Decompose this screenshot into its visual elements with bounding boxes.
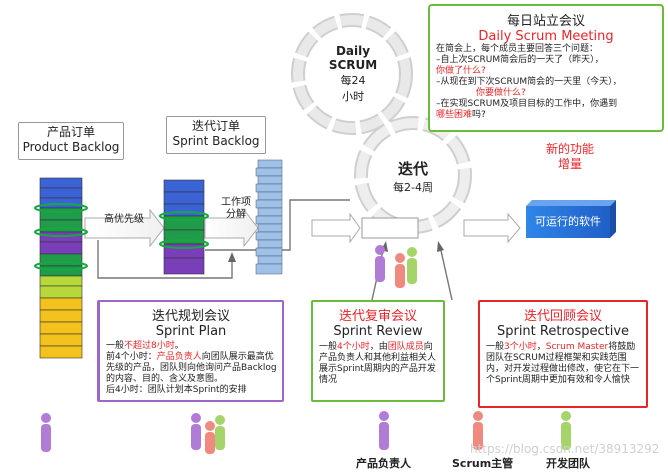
retro-b: 3个小时: [504, 342, 537, 352]
planning-l2a: 前4个小时：: [106, 352, 157, 362]
daily-scrum-cycle: [291, 13, 413, 135]
team-role-icon: [561, 411, 571, 450]
planning-l1b: 不超过8小时: [124, 341, 175, 351]
review-e: 向产品负责人和其他利益相关人展示Sprint周期内的产品开发情况: [319, 342, 437, 385]
watermark: https://blog.csdn.net/38913292: [470, 442, 660, 456]
review-text: 一般4个小时，由团队成员向产品负责人和其他利益相关人展示Sprint周期内的产品…: [313, 339, 443, 386]
sprint-review-box: 迭代复审会议 Sprint Review 一般4个小时，由团队成员向产品负责人和…: [311, 300, 445, 402]
product-backlog-stack: [34, 177, 88, 359]
daily-q3-tail: 吗?: [472, 110, 486, 120]
arrowheads: [228, 241, 444, 262]
daily-scrum-box: 每日站立会议 Daily Scrum Meeting 在简会上，每个成员主要回答…: [428, 4, 664, 132]
sprint-backlog-cn: 迭代订单: [191, 119, 240, 133]
daily-intro: 在简会上，每个成员主要回答三个问题：: [436, 44, 599, 54]
review-title-en: Sprint Review: [333, 324, 423, 339]
person-icon: [407, 247, 417, 284]
planning-title-cn: 迭代规划会议: [151, 309, 230, 324]
task-stack: [255, 159, 283, 275]
planning-l2b: 产品负责人: [156, 352, 202, 362]
retro-e: 将鼓励团队在SCRUM过程框架和实践范围内，对开发过程做出修改，使它在下一个Sp…: [486, 342, 640, 385]
planning-l2c: 向团队展示最高优先级的产品，团队则向他询问产品Backlog的内容、目的、含义及…: [106, 352, 277, 384]
review-title-cn: 迭代复审会议: [338, 309, 417, 324]
daily-q2: –从现在到下次SCRUM简会的一天里（今天），: [436, 77, 622, 87]
role-label-po: 产品负责人: [356, 457, 411, 470]
iteration-circle-label: 迭代 每2-4周: [383, 158, 443, 195]
retro-a: 一般: [486, 342, 505, 352]
person-icon: [395, 253, 405, 288]
retro-d: Scrum Master: [545, 342, 609, 352]
product-owner-icon-left: [41, 413, 51, 452]
role-label-team: 开发团队: [546, 457, 590, 470]
priority-label: 高优先级: [104, 214, 144, 225]
daily-q1: –自上次SCRUM简会后的一天了（昨天），: [436, 55, 604, 65]
scrum-circle-label: Daily SCRUM 每24 小时: [322, 44, 384, 104]
daily-q3-line: 哪些困难吗?: [436, 110, 658, 121]
sprint-backlog-label: 迭代订单 Sprint Backlog: [166, 116, 266, 154]
team-icons-planning: [191, 413, 225, 454]
retro-title-cn: 迭代回顾会议: [523, 309, 602, 324]
iteration-l2: 每2-4周: [393, 181, 433, 194]
scrum-circle-l4: 小时: [342, 90, 364, 103]
planning-l1c: 。: [174, 341, 184, 351]
planning-text: 一般不超过8小时。 前4个小时：产品负责人向团队展示最高优先级的产品，团队则向他…: [100, 339, 282, 396]
sm-role-icon: [473, 411, 483, 450]
decompose-label: 工作项 分解: [221, 197, 251, 220]
daily-q3-highlight: 哪些困难: [436, 110, 473, 120]
sprint-backlog-en: Sprint Backlog: [172, 134, 260, 148]
daily-q1-highlight: 你做了什么?: [436, 66, 486, 76]
planning-line1: 一般不超过8小时。: [106, 341, 278, 352]
iteration-l1: 迭代: [397, 160, 428, 178]
planning-line2: 前4个小时：产品负责人向团队展示最高优先级的产品，团队则向他询问产品Backlo…: [106, 352, 278, 385]
sprint-retro-box: 迭代回顾会议 Sprint Retrospective 一般3个小时，Scrum…: [478, 300, 648, 408]
retro-title-en: Sprint Retrospective: [496, 324, 630, 339]
sprint-planning-box: 迭代规划会议 Sprint Plan 一般不超过8小时。 前4个小时：产品负责人…: [97, 300, 284, 402]
daily-text: 在简会上，每个成员主要回答三个问题： –自上次SCRUM简会后的一天了（昨天），…: [430, 44, 662, 121]
daily-q3: –在实现SCRUM及项目目标的工作中，你遇到: [436, 99, 618, 109]
software-box: [526, 200, 616, 238]
scrum-circle-l3: 每24: [340, 74, 366, 87]
flow-arrows: [311, 212, 521, 244]
people-icons: [41, 245, 571, 454]
priority-arrow: [84, 208, 165, 248]
review-c: ，由: [369, 342, 388, 352]
retro-c: ，: [536, 342, 546, 352]
new-feature-label: 新的功能 增量: [545, 142, 594, 171]
role-label-sm: Scrum主管: [452, 457, 514, 470]
scrum-circle-l2: SCRUM: [328, 58, 378, 72]
planning-l1a: 一般: [106, 341, 125, 351]
daily-title-en: Daily Scrum Meeting: [478, 29, 614, 44]
review-b: 4个小时: [337, 342, 370, 352]
review-d: 团队成员: [387, 342, 424, 352]
planning-title-en: Sprint Plan: [155, 324, 227, 339]
product-backlog-label: 产品订单 Product Backlog: [18, 122, 124, 160]
daily-title-cn: 每日站立会议: [506, 14, 585, 29]
product-backlog-cn: 产品订单: [46, 125, 95, 139]
scrum-circle-l1: Daily: [335, 44, 371, 58]
review-a: 一般: [319, 342, 338, 352]
person-icon: [375, 245, 385, 282]
daily-q2-highlight: 你要做什么?: [476, 88, 526, 98]
planning-line3: 后4小时：团队计划本Sprint的安排: [106, 385, 247, 395]
decompose-arrow: [204, 208, 259, 248]
software-label: 可运行的软件: [535, 215, 601, 228]
po-role-icon: [379, 411, 389, 450]
sprint-backlog-stack: [159, 179, 209, 275]
retro-text: 一般3个小时，Scrum Master将鼓励团队在SCRUM过程框架和实践范围内…: [480, 339, 646, 386]
product-backlog-en: Product Backlog: [22, 140, 120, 154]
